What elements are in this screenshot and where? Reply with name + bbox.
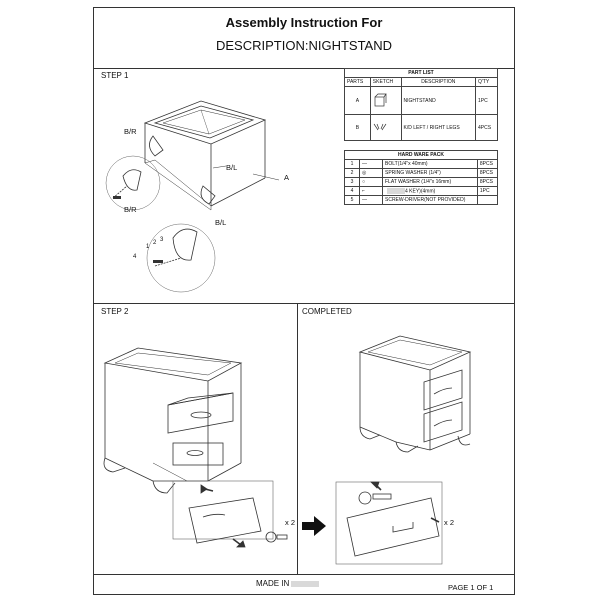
bolt-icon: — [359, 159, 383, 169]
hardware-no: 2 [344, 168, 360, 178]
hardware-pack-table: HARD WARE PACK 1 — BOLT(1/4"x 40mm) 8PCS… [344, 150, 499, 205]
hardware-qty: 8PCS [476, 159, 499, 169]
step2-label: STEP 2 [101, 307, 129, 316]
col-header-description: DESCRIPTION [400, 77, 477, 87]
hardware-number-4: 4 [133, 254, 137, 260]
page-number: PAGE 1 OF 1 [448, 583, 494, 592]
legs-sketch-icon [369, 114, 402, 141]
part-qty: 4PCS [475, 114, 498, 141]
hardware-number-3: 3 [160, 237, 164, 243]
callout-bl-bottom: B/L [215, 218, 227, 227]
redacted-country [291, 580, 320, 587]
table-row: 2 ◎ SPRING WASHER (1/4") 8PCS [344, 168, 499, 178]
step2-completed-divider [297, 303, 298, 574]
multiplier-left: x 2 [285, 518, 296, 527]
table-row: 5 — SCREW-DRIVER(NOT PROVIDED) [344, 195, 499, 205]
document-description: DESCRIPTION:NIGHTSTAND [216, 38, 392, 53]
arrow-right-icon [302, 516, 326, 536]
step-divider [93, 303, 515, 304]
hardware-qty [476, 195, 499, 205]
callout-bl-top: B/L [226, 163, 238, 172]
part-description: K/D LEFT / RIGHT LEGS [400, 114, 477, 141]
document-title: Assembly Instruction For [225, 15, 383, 30]
callout-br-bottom: B/R [124, 205, 137, 214]
header-divider [93, 68, 515, 69]
callout-a: A [284, 173, 290, 182]
step1-illustration [105, 100, 280, 293]
hardware-description: FLAT WASHER (1/4"x 16mm) [382, 177, 478, 187]
completed-label: COMPLETED [302, 307, 352, 316]
step2-illustration [103, 347, 288, 548]
table-row: A NIGHTSTAND 1PC [344, 86, 498, 115]
hardware-qty: 1PC [476, 186, 499, 196]
hardware-qty: 8PCS [476, 177, 499, 187]
document-frame [93, 7, 515, 595]
hardware-description-text: 4 KEY)(4mm) [405, 188, 436, 195]
hardware-number-1: 1 [146, 244, 150, 250]
footer-divider [93, 574, 515, 575]
hardware-pack-title: HARD WARE PACK [344, 150, 498, 160]
multiplier-right: x 2 [444, 518, 455, 527]
hardware-description: SCREW-DRIVER(NOT PROVIDED) [382, 195, 478, 205]
allen-key-icon: ⌐ [359, 186, 383, 196]
part-description: NIGHTSTAND [400, 86, 477, 115]
hardware-no: 5 [344, 195, 360, 205]
hardware-qty: 8PCS [476, 168, 499, 178]
completed-nightstand-illustration [358, 335, 472, 453]
hardware-description: BOLT(1/4"x 40mm) [382, 159, 478, 169]
callout-br-top: B/R [124, 127, 137, 136]
hardware-no: 4 [344, 186, 360, 196]
nightstand-sketch-icon [369, 86, 402, 115]
made-in-text: MADE IN [256, 579, 290, 588]
table-row: 4 ⌐ 4 KEY)(4mm) 1PC [344, 186, 499, 196]
part-id: A [344, 86, 371, 115]
table-row: 1 — BOLT(1/4"x 40mm) 8PCS [344, 159, 499, 169]
hardware-no: 3 [344, 177, 360, 187]
hardware-description: SPRING WASHER (1/4") [382, 168, 478, 178]
redacted-blur [387, 187, 405, 194]
table-row: B K/D LEFT / RIGHT LEGS 4PCS [344, 114, 498, 141]
screwdriver-icon: — [359, 195, 383, 205]
drawer-pull-detail [335, 481, 443, 565]
part-list-title: PART LIST [344, 68, 498, 78]
spring-washer-icon: ◎ [359, 168, 383, 178]
col-header-parts: PARTS [344, 77, 371, 87]
part-id: B [344, 114, 371, 141]
part-qty: 1PC [475, 86, 498, 115]
hardware-description: 4 KEY)(4mm) [382, 186, 478, 196]
col-header-qty: Q'TY [475, 77, 498, 87]
hardware-no: 1 [344, 159, 360, 169]
made-in-label: MADE IN [256, 579, 320, 588]
table-row: 3 ○ FLAT WASHER (1/4"x 16mm) 8PCS [344, 177, 499, 187]
hardware-number-2: 2 [153, 240, 157, 246]
flat-washer-icon: ○ [359, 177, 383, 187]
step1-label: STEP 1 [101, 71, 129, 80]
col-header-sketch: SKETCH [369, 77, 402, 87]
part-list-table: PART LIST PARTS SKETCH DESCRIPTION Q'TY … [344, 68, 498, 141]
